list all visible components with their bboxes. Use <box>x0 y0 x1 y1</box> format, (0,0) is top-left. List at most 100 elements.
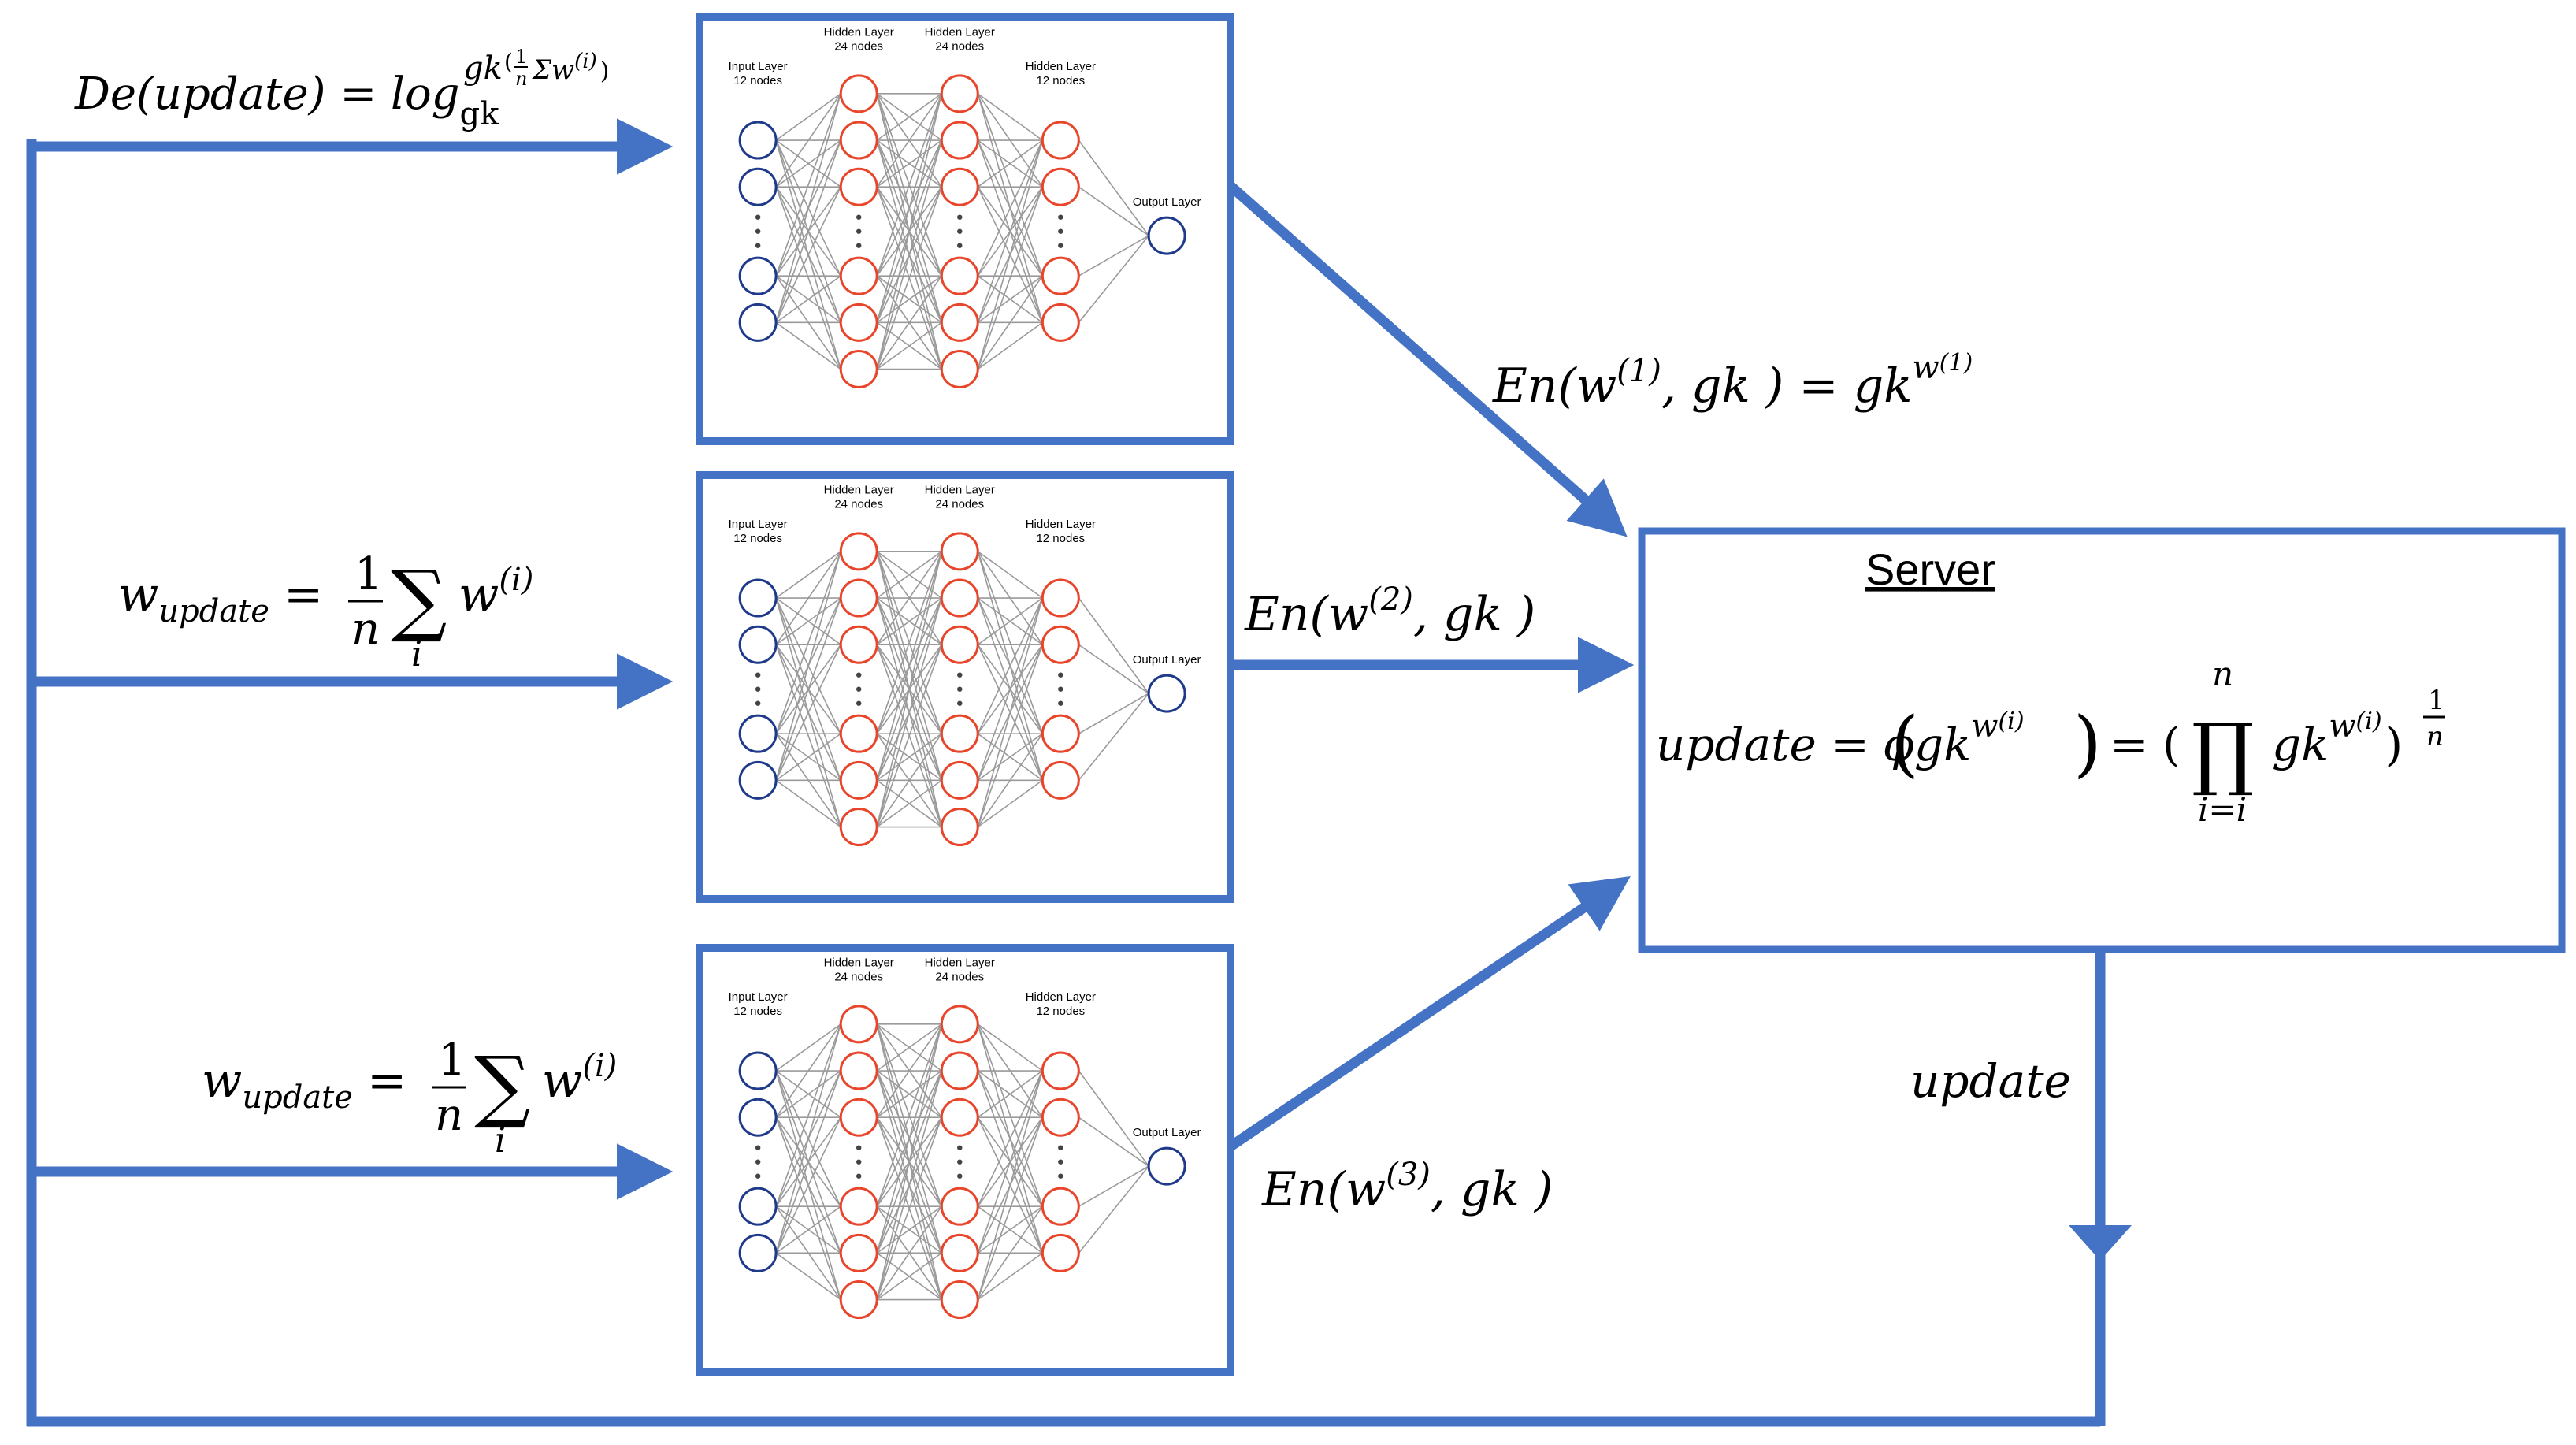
update-label: update <box>1910 1054 2071 1108</box>
nn-edge <box>876 93 943 323</box>
svg-text:wupdate=: wupdate= <box>118 567 323 630</box>
nn-edge <box>977 275 1043 370</box>
server-box <box>1638 527 2566 953</box>
hidden-node <box>839 760 878 800</box>
en1-text: En(w <box>1492 358 1616 414</box>
ellipsis-dot <box>856 243 862 248</box>
ellipsis-dot <box>856 672 862 678</box>
hidden-node <box>940 625 979 664</box>
svg-text:gk: gk <box>463 50 503 87</box>
srv-prod-bottom: i=i <box>2198 790 2247 829</box>
srv-lparen: ( <box>1891 701 1919 786</box>
nn-edge <box>876 1205 942 1300</box>
nn-edge <box>775 139 841 323</box>
nn-edge <box>876 186 943 370</box>
hidden-node <box>1041 1051 1080 1090</box>
srv-gk: gk <box>1914 718 1971 771</box>
nn-edge <box>977 733 1043 782</box>
hidden-node <box>1041 625 1080 664</box>
nn-edge <box>775 186 841 370</box>
hidden-layer-2-title: Hidden Layer <box>925 26 995 39</box>
ellipsis-dot <box>1058 243 1063 248</box>
srv-gk-sup2: (i) <box>1999 708 2025 735</box>
nn-edge <box>977 1023 1043 1072</box>
srv-close: ) <box>2385 718 2403 771</box>
avg1-frac-num: 1 <box>354 548 383 600</box>
hidden-layer-1-count: 24 nodes <box>834 40 883 54</box>
nn-edge <box>977 644 1044 827</box>
hidden-node <box>839 714 878 753</box>
input-node <box>738 578 778 618</box>
nn-edge <box>1078 139 1149 236</box>
ellipsis-dot <box>755 672 761 678</box>
avg1-term-sup: (i) <box>499 562 533 598</box>
ellipsis-dot <box>856 1145 862 1150</box>
nn-edge <box>775 551 841 645</box>
nn-edge <box>876 93 943 370</box>
avg2-term-sup: (i) <box>582 1048 617 1084</box>
nn-edge <box>977 1205 1043 1254</box>
ellipsis-dot <box>957 700 963 706</box>
nn-edge <box>775 1023 841 1254</box>
hidden-node <box>839 808 878 847</box>
hidden-node <box>940 808 979 847</box>
nn-edge <box>876 93 943 277</box>
nn-edge <box>1078 1165 1149 1207</box>
ellipsis-dot <box>755 228 761 234</box>
nn-edge <box>775 597 841 781</box>
hidden-node <box>839 1187 878 1226</box>
srv-gk-sup: w <box>1971 708 1998 745</box>
ellipsis-dot <box>1058 700 1063 706</box>
input-layer-count: 12 nodes <box>733 1005 782 1018</box>
encrypt-formula-2: En(w(2), gk ) <box>1244 581 1535 642</box>
input-node <box>738 714 778 753</box>
svg-text:(: ( <box>504 49 513 75</box>
hidden-node <box>839 350 878 389</box>
avg2-w: w <box>202 1053 242 1109</box>
hidden-node <box>940 167 979 206</box>
input-layer-title: Input Layer <box>729 60 788 73</box>
ellipsis-dot <box>856 686 862 692</box>
svg-text:w(i): w(i) <box>458 562 533 622</box>
ellipsis-dot <box>755 700 761 706</box>
nn-edge <box>775 139 841 188</box>
avg1-frac-den: n <box>351 604 380 655</box>
nn-edge <box>876 1205 942 1254</box>
hidden-layer-2-count: 24 nodes <box>935 971 984 984</box>
hidden-node <box>940 303 979 342</box>
nn-edge <box>876 139 943 370</box>
nn-edge <box>1078 1116 1149 1167</box>
decrypt-log-base: gk <box>460 96 500 132</box>
ellipsis-dot <box>957 1159 963 1165</box>
input-layer-count: 12 nodes <box>733 532 782 545</box>
avg1-sigma-sub: i <box>411 634 422 674</box>
ellipsis-dot <box>1058 1159 1063 1165</box>
decrypt-frac-num: 1 <box>515 46 527 68</box>
avg1-term: w <box>458 567 499 622</box>
nn-edge <box>876 1023 942 1072</box>
nn-edge <box>977 186 1044 370</box>
input-node <box>738 167 778 206</box>
ellipsis-dot <box>1058 672 1063 678</box>
nn-edge <box>876 93 942 141</box>
network-2-edges <box>775 551 1149 828</box>
hidden-node <box>940 256 979 295</box>
nn-edge <box>876 644 943 827</box>
hidden-layer-3-count: 12 nodes <box>1036 532 1085 545</box>
en2-mid: , gk ) <box>1413 587 1535 642</box>
nn-edge <box>876 93 942 188</box>
hidden-node <box>940 532 979 571</box>
hidden-node <box>839 1233 878 1272</box>
nn-edge <box>876 551 943 781</box>
nn-edge <box>977 1070 1044 1207</box>
nn-edge <box>1078 693 1149 734</box>
server-title: Server <box>1865 544 1995 594</box>
nn-edge <box>775 1023 841 1072</box>
nn-edge <box>775 779 841 828</box>
ellipsis-dot <box>957 672 963 678</box>
ellipsis-dot <box>755 243 761 248</box>
decrypt-lhs: De(update) = log <box>74 69 460 120</box>
